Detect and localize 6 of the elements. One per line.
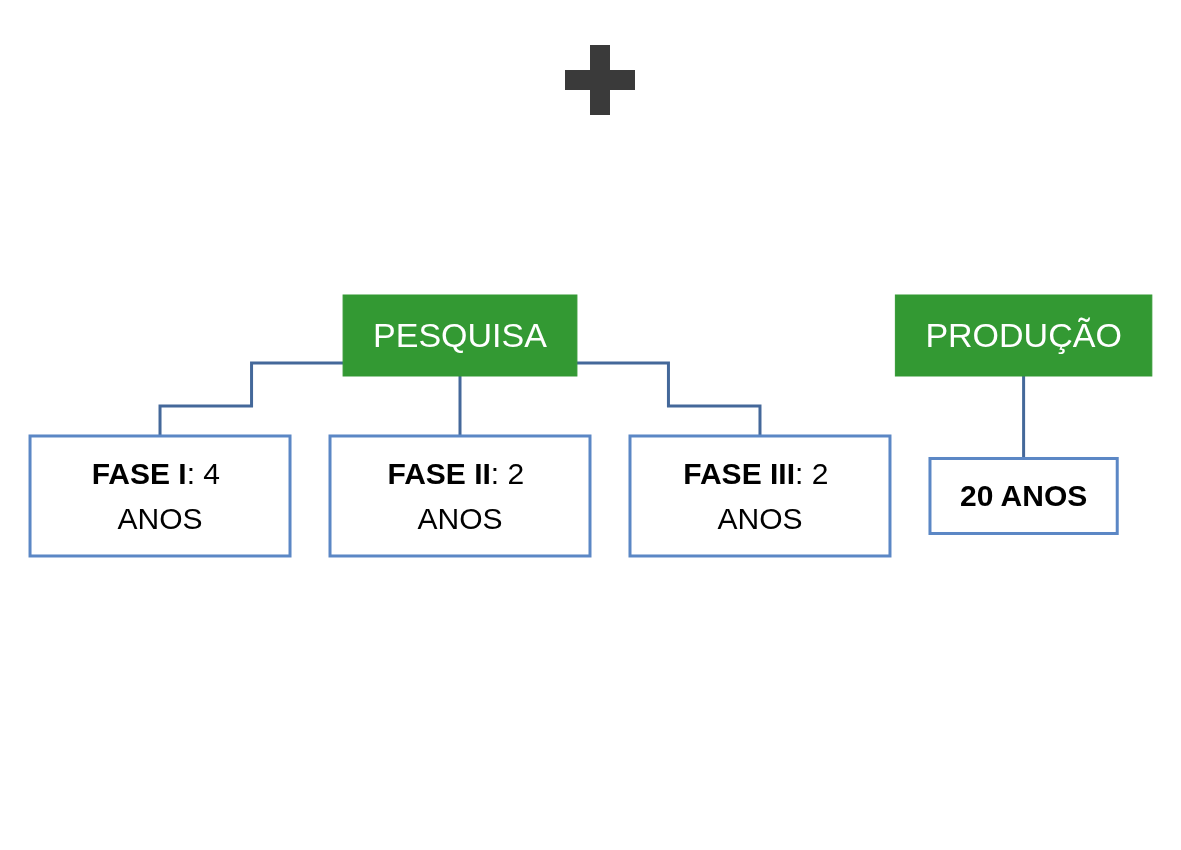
node-box: FASE II: 2 ANOS	[328, 434, 592, 557]
node-box: FASE I: 4 ANOS	[28, 434, 292, 557]
node-box: 20 ANOS	[928, 456, 1119, 535]
node-box: PRODUÇÃO	[894, 294, 1152, 376]
node-box: FASE III: 2 ANOS	[628, 434, 892, 557]
node-box: PESQUISA	[342, 294, 577, 376]
